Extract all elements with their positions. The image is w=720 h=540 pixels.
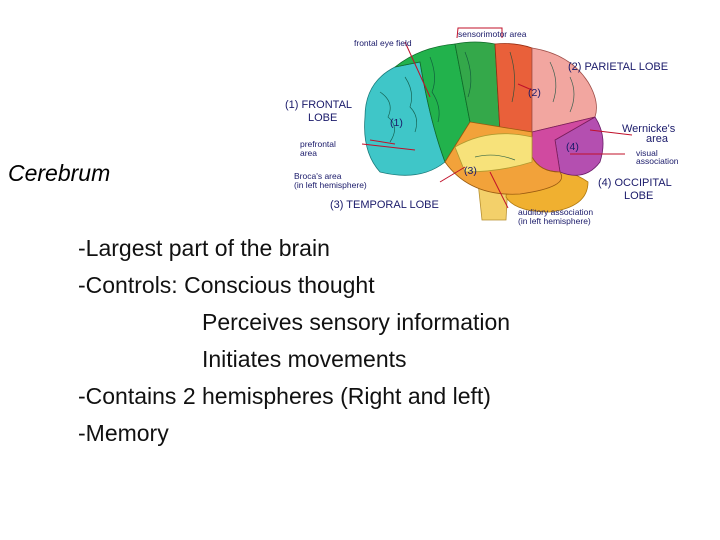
label-frontal-lobe-2: LOBE: [308, 112, 337, 124]
number-2: (2): [528, 87, 541, 99]
number-1: (1): [390, 117, 403, 129]
label-occipital-2: LOBE: [624, 190, 653, 202]
bullet-controls: -Controls: Conscious thought: [78, 272, 375, 298]
label-occipital-1: (4) OCCIPITAL: [598, 177, 672, 189]
bullet-initiates: Initiates movements: [202, 346, 407, 372]
label-wernicke-1: Wernicke's: [622, 123, 676, 135]
label-wernicke-2: area: [646, 133, 669, 145]
label-broca-2: (in left hemisphere): [294, 180, 367, 190]
label-auditory-1: auditory association: [518, 207, 593, 217]
brain-illustration: sensorimotor area frontal eye field (2) …: [285, 27, 679, 226]
label-parietal-lobe: (2) PARIETAL LOBE: [568, 61, 668, 73]
label-visual-1: visual: [636, 148, 658, 158]
bullet-perceives: Perceives sensory information: [202, 309, 511, 335]
bullet-hemispheres: -Contains 2 hemispheres (Right and left): [78, 383, 491, 409]
sulci-lines: [379, 51, 575, 161]
pointer-lines: [361, 27, 633, 209]
label-frontal-lobe-1: (1) FRONTAL: [285, 99, 352, 111]
auditory-region: [454, 133, 533, 173]
brain-diagram: sensorimotor area frontal eye field (2) …: [270, 22, 700, 232]
parietal-region: [531, 47, 597, 133]
label-prefrontal-2: area: [300, 148, 317, 158]
number-4: (4): [566, 141, 579, 153]
bullet-list: -Largest part of the brain -Controls: Co…: [78, 230, 510, 452]
label-temporal-lobe: (3) TEMPORAL LOBE: [330, 199, 439, 211]
slide-title: Cerebrum: [8, 160, 111, 186]
label-visual-2: association: [636, 156, 679, 166]
label-sensorimotor: sensorimotor area: [458, 29, 527, 39]
number-3: (3): [464, 165, 477, 177]
label-frontal-eye-field: frontal eye field: [354, 38, 412, 48]
label-broca-1: Broca's area: [294, 171, 342, 181]
label-prefrontal-1: prefrontal: [300, 139, 336, 149]
bullet-largest-part: -Largest part of the brain: [78, 235, 330, 261]
bullet-memory: -Memory: [78, 420, 169, 446]
label-auditory-2: (in left hemisphere): [518, 216, 591, 226]
